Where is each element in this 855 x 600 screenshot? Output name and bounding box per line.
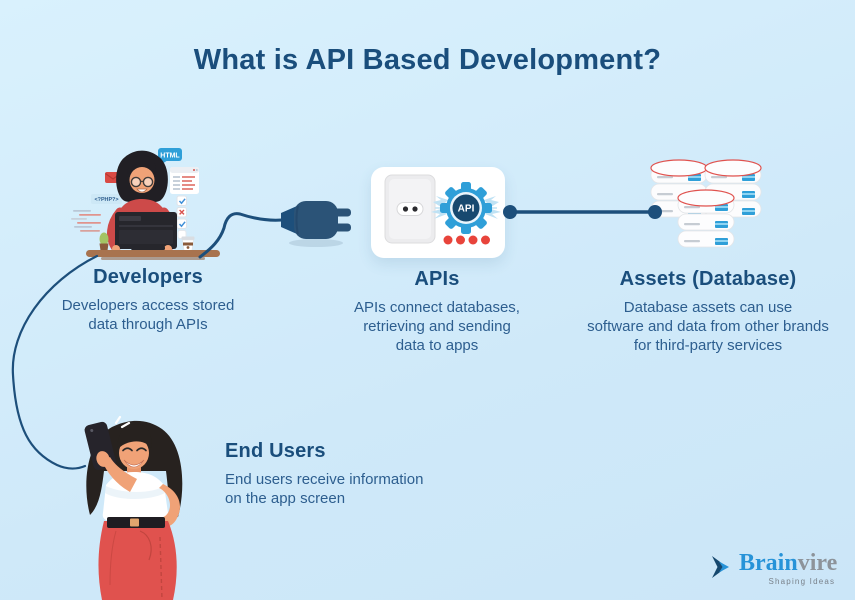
brainvire-logo: Brainvire Shaping Ideas xyxy=(710,551,837,586)
svg-text:<?PHP?>: <?PHP?> xyxy=(95,197,119,203)
api-gear-icon: API xyxy=(431,182,501,234)
api-card-graphic: API xyxy=(384,174,501,245)
plant-icon xyxy=(99,232,109,251)
logo-tagline: Shaping Ideas xyxy=(768,577,836,586)
page-title: What is API Based Development? xyxy=(193,44,662,76)
section-heading-end-users: End Users xyxy=(225,440,326,462)
end-user-illustration xyxy=(84,415,183,600)
socket-icon xyxy=(384,174,436,244)
section-heading-assets: Assets (Database) xyxy=(619,268,797,290)
section-end-users: End Users End users receive information … xyxy=(225,440,475,508)
end-user-avatar xyxy=(86,420,183,600)
section-apis: APIs APIs connect databases, retrieving … xyxy=(327,268,547,355)
developer-illustration: <?PHP?> HTML xyxy=(71,148,220,260)
database-illustration xyxy=(650,159,762,248)
logo-mark-icon xyxy=(712,556,729,578)
section-desc-assets: Database assets can use software and dat… xyxy=(587,299,829,355)
section-developers: Developers Developers access stored data… xyxy=(30,266,266,334)
api-badge-label: API xyxy=(458,204,475,215)
checklist-icon xyxy=(176,195,187,239)
section-assets: Assets (Database) Database assets can us… xyxy=(566,268,850,355)
code-window-icon xyxy=(170,167,199,194)
api-card: API xyxy=(371,167,505,258)
database-icon xyxy=(677,189,735,248)
logo-wordmark: Brainvire xyxy=(739,550,838,576)
section-desc-apis: APIs connect databases, retrieving and s… xyxy=(354,299,520,355)
api-database-connector xyxy=(503,205,662,219)
plug-icon xyxy=(281,201,351,247)
keyboard-icon xyxy=(131,246,165,250)
monitor-icon xyxy=(115,212,177,250)
section-desc-end-users: End users receive information on the app… xyxy=(225,471,424,508)
indicator-dots xyxy=(443,235,490,245)
section-heading-developers: Developers xyxy=(93,266,203,288)
code-lines-decoration xyxy=(71,210,101,232)
coffee-cup-icon xyxy=(181,236,195,251)
svg-text:HTML: HTML xyxy=(160,153,180,160)
php-tag-badge: <?PHP?> xyxy=(91,194,122,204)
section-heading-apis: APIs xyxy=(414,268,460,290)
section-desc-developers: Developers access stored data through AP… xyxy=(61,297,235,334)
desk xyxy=(86,250,220,260)
